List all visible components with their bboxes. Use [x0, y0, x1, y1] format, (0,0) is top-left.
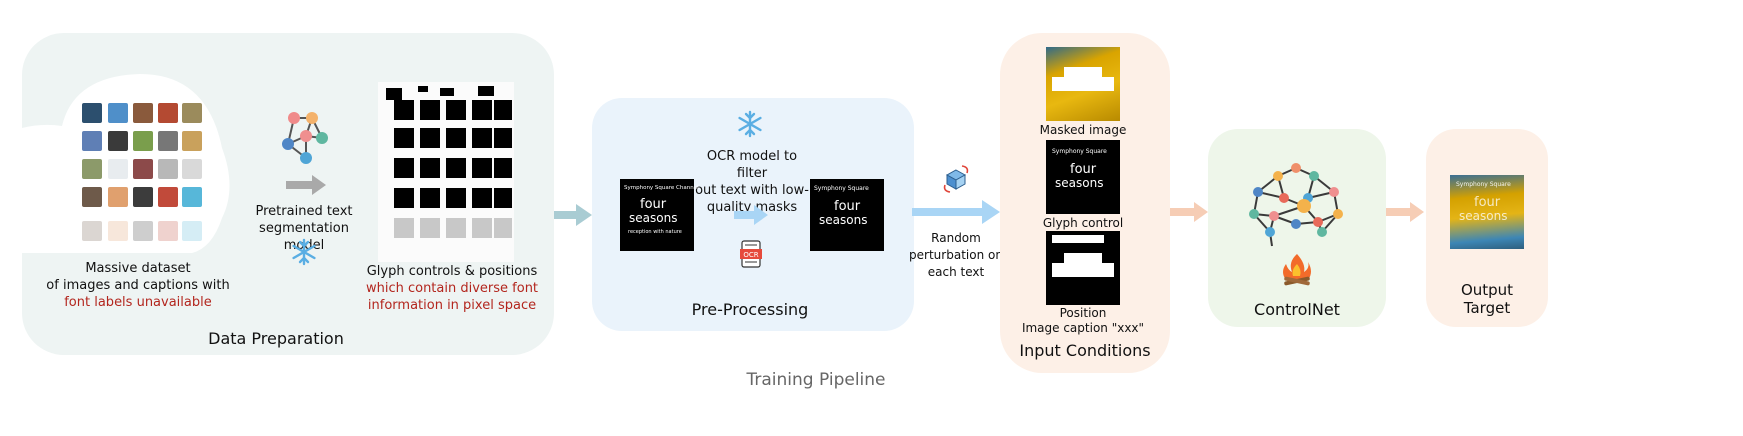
glyph-sample-after: Symphony Square four seasons	[810, 179, 884, 251]
fire-icon	[1283, 254, 1311, 286]
ocr-line2: out text with low-	[695, 183, 809, 198]
glyph-line2: which contain diverse font	[365, 281, 539, 296]
ocr-caption: OCR model to filter out text with low- q…	[692, 148, 812, 216]
peach-arrow	[1170, 202, 1208, 222]
dataset-line2: of images and captions with	[46, 278, 230, 293]
perturbation-caption: Random perturbation on each text	[908, 230, 1004, 281]
glyph-control-label: Glyph control	[1042, 216, 1124, 230]
snowflake-icon	[738, 110, 762, 138]
output-thumb-line3: seasons	[1459, 209, 1508, 223]
output-thumb-line2: four	[1474, 195, 1501, 210]
gray-arrow-icon	[286, 175, 326, 195]
perturbation-line3: each text	[927, 265, 985, 279]
neural-net-icon	[1249, 163, 1343, 247]
controlnet-title: ControlNet	[1254, 300, 1340, 319]
glyph-caption: Glyph controls & positions which contain…	[364, 263, 540, 314]
output-thumb-line1: Symphony Square	[1456, 181, 1511, 188]
ocr-document-icon: OCR	[740, 240, 762, 268]
sample-after-line1: Symphony Square	[814, 185, 869, 192]
blue-arrow	[734, 205, 768, 225]
glyph-thumb-line3: seasons	[1055, 176, 1104, 190]
masked-image-label: Masked image	[1039, 123, 1127, 137]
teal-arrow	[554, 204, 592, 226]
perturbation-line1: Random	[931, 231, 981, 245]
glyph-thumb-line1: Symphony Square	[1052, 148, 1107, 155]
position-thumb	[1046, 231, 1120, 305]
dataset-caption: Massive dataset of images and captions w…	[40, 260, 236, 311]
position-caption: Position Image caption "xxx"	[1020, 306, 1146, 336]
ocr-line1: OCR model to filter	[706, 149, 798, 181]
position-label: Position	[1059, 306, 1107, 320]
sample-before-line4: reception with nature	[628, 229, 682, 235]
sample-before-line1: Symphony Square Channel	[624, 185, 699, 191]
seg-model-caption: Pretrained text segmentation model	[240, 203, 368, 254]
blue-arrow-to-inputs	[912, 200, 1000, 224]
glyph-sample-before: Symphony Square Channel four seasons rec…	[620, 179, 699, 251]
sample-after-line2: four	[834, 199, 861, 214]
glyph-mask-grid	[378, 82, 514, 262]
sample-after-line3: seasons	[819, 213, 868, 227]
ocr-badge-text: OCR	[743, 251, 758, 259]
dataset-line3: font labels unavailable	[64, 295, 212, 310]
glyph-line1: Glyph controls & positions	[366, 264, 538, 279]
dataset-line1: Massive dataset	[85, 261, 191, 276]
output-line1: Output	[1460, 281, 1514, 299]
output-line2: Target	[1463, 299, 1511, 317]
glyph-control-thumb: Symphony Square four seasons	[1046, 140, 1120, 214]
network-icon	[282, 112, 328, 164]
seg-model-line1: Pretrained text	[255, 204, 353, 219]
snowflake-icon	[292, 238, 316, 266]
sample-before-line3: seasons	[629, 211, 678, 225]
rotate-cube-icon	[943, 165, 969, 193]
sample-before-line2: four	[640, 197, 667, 212]
input-conditions-title: Input Conditions	[1019, 341, 1151, 360]
glyph-thumb-line2: four	[1070, 162, 1097, 177]
output-target-thumb: Symphony Square four seasons	[1450, 175, 1524, 249]
ocr-line3: quality masks	[706, 200, 798, 215]
perturbation-line2: perturbation on	[909, 248, 1003, 262]
image-caption-label: Image caption "xxx"	[1021, 321, 1145, 335]
glyph-line3: information in pixel space	[367, 298, 537, 313]
output-caption: Output Target	[1436, 281, 1538, 317]
diagram-footer-title: Training Pipeline	[746, 370, 886, 390]
masked-image-thumb	[1046, 47, 1120, 121]
dataset-image-grid	[78, 100, 206, 250]
data-preparation-title: Data Preparation	[208, 329, 344, 348]
pre-processing-title: Pre-Processing	[691, 300, 809, 319]
peach-arrow-output	[1386, 202, 1424, 222]
